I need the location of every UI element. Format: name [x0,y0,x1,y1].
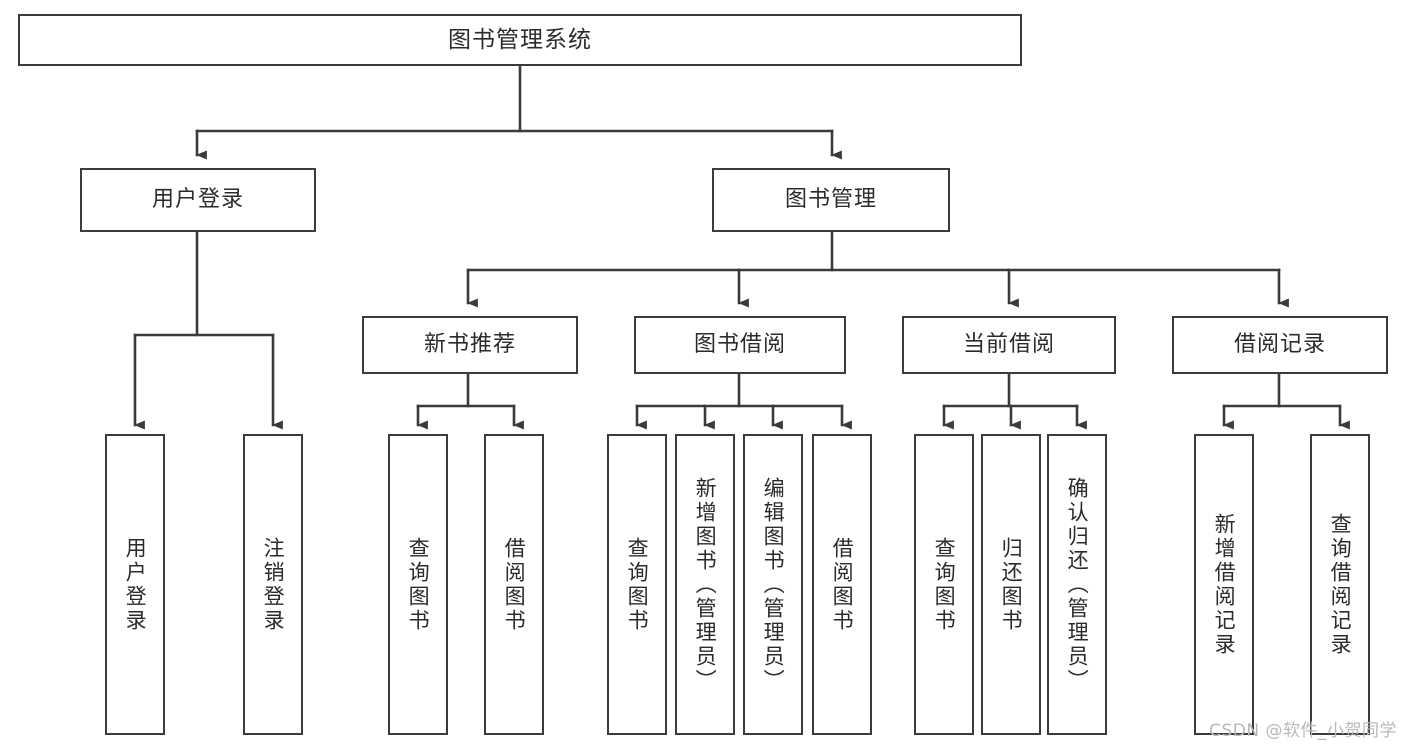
leaf-borrow-book[interactable]: 借阅图书 [812,434,872,735]
node-label: 注销登录 [261,536,286,633]
node-label: 图书管理 [784,187,877,213]
leaf-edit-book-admin[interactable]: 编辑图书（管理员） [743,434,803,735]
node-book-borrow[interactable]: 图书借阅 [634,316,846,374]
node-label: 新增图书（管理员） [693,476,718,693]
leaf-confirm-return-admin[interactable]: 确认归还（管理员） [1047,434,1107,735]
node-label: 图书管理系统 [448,26,592,53]
leaf-query-book-borrow[interactable]: 查询图书 [607,434,667,735]
leaf-query-borrow-record[interactable]: 查询借阅记录 [1310,434,1370,735]
node-label: 借阅图书 [502,536,527,633]
leaf-borrow-book-new[interactable]: 借阅图书 [484,434,544,735]
leaf-query-book-current[interactable]: 查询图书 [914,434,974,735]
node-label: 图书借阅 [693,332,786,358]
node-root-system[interactable]: 图书管理系统 [18,14,1022,66]
node-new-book-recommend[interactable]: 新书推荐 [362,316,578,374]
node-label: 借阅记录 [1233,332,1326,358]
leaf-add-borrow-record[interactable]: 新增借阅记录 [1194,434,1254,735]
leaf-query-book-new[interactable]: 查询图书 [388,434,448,735]
leaf-user-login[interactable]: 用户登录 [105,434,165,735]
leaf-return-book[interactable]: 归还图书 [981,434,1041,735]
node-label: 新书推荐 [423,332,516,358]
node-user-login[interactable]: 用户登录 [80,168,316,232]
node-label: 编辑图书（管理员） [761,476,786,693]
csdn-watermark: CSDN @软件_小贺同学 [1209,721,1397,741]
node-label: 当前借阅 [962,332,1055,358]
node-label: 查询图书 [932,536,957,633]
node-label: 借阅图书 [830,536,855,633]
node-label: 新增借阅记录 [1212,512,1237,657]
node-label: 确认归还（管理员） [1065,476,1090,693]
node-label: 查询借阅记录 [1328,512,1353,657]
node-label: 归还图书 [999,536,1024,633]
node-label: 查询图书 [625,536,650,633]
node-borrow-record[interactable]: 借阅记录 [1172,316,1388,374]
node-label: 用户登录 [151,187,244,213]
node-current-borrow[interactable]: 当前借阅 [902,316,1116,374]
leaf-logout[interactable]: 注销登录 [243,434,303,735]
node-label: 查询图书 [406,536,431,633]
node-book-management[interactable]: 图书管理 [712,168,950,232]
leaf-add-book-admin[interactable]: 新增图书（管理员） [675,434,735,735]
node-label: 用户登录 [123,536,148,633]
